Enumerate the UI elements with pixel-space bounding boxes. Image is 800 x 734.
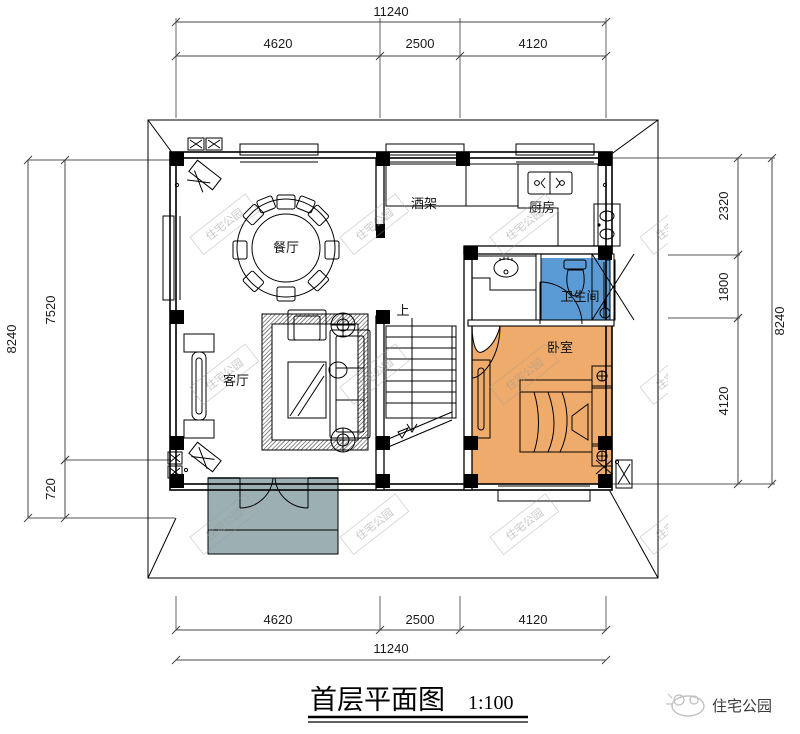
dim-bottom-segment-3: 4120 [519,612,548,627]
drawing-title-block: 首层平面图 1:100 [308,685,528,723]
dim-bottom-segment-2: 2500 [406,612,435,627]
dim-left-segment-1: 7520 [43,296,58,325]
dim-bottom-overall: 11240 [373,641,408,656]
dim-top-segment-3: 4120 [519,36,548,51]
dim-right-overall: 8240 [772,307,787,336]
dimension-bottom: 4620 2500 4120 11240 [171,596,611,665]
footer-brand: 住宅公园 [666,693,772,717]
dim-left-segment-2: 720 [43,478,58,500]
footer-brand-label: 住宅公园 [712,697,772,715]
page-title: 首层平面图 [310,685,445,716]
dim-top-segment-2: 2500 [406,36,435,51]
dim-bottom-segment-1: 4620 [264,612,293,627]
cloud-logo-icon [666,693,705,717]
dim-right-segment-2: 1800 [716,273,731,302]
dim-left-overall: 8240 [4,325,19,354]
dimension-top: 11240 4620 2500 4120 [171,4,611,118]
dim-top-segment-1: 4620 [264,36,293,51]
dimension-right: 8240 2320 1800 4120 [606,153,787,489]
dim-top-overall: 11240 [373,4,408,19]
drawing-scale: 1:100 [468,692,514,714]
watermark-overlay [148,110,668,580]
dim-right-segment-1: 2320 [716,192,731,221]
dim-right-segment-3: 4120 [716,387,731,416]
